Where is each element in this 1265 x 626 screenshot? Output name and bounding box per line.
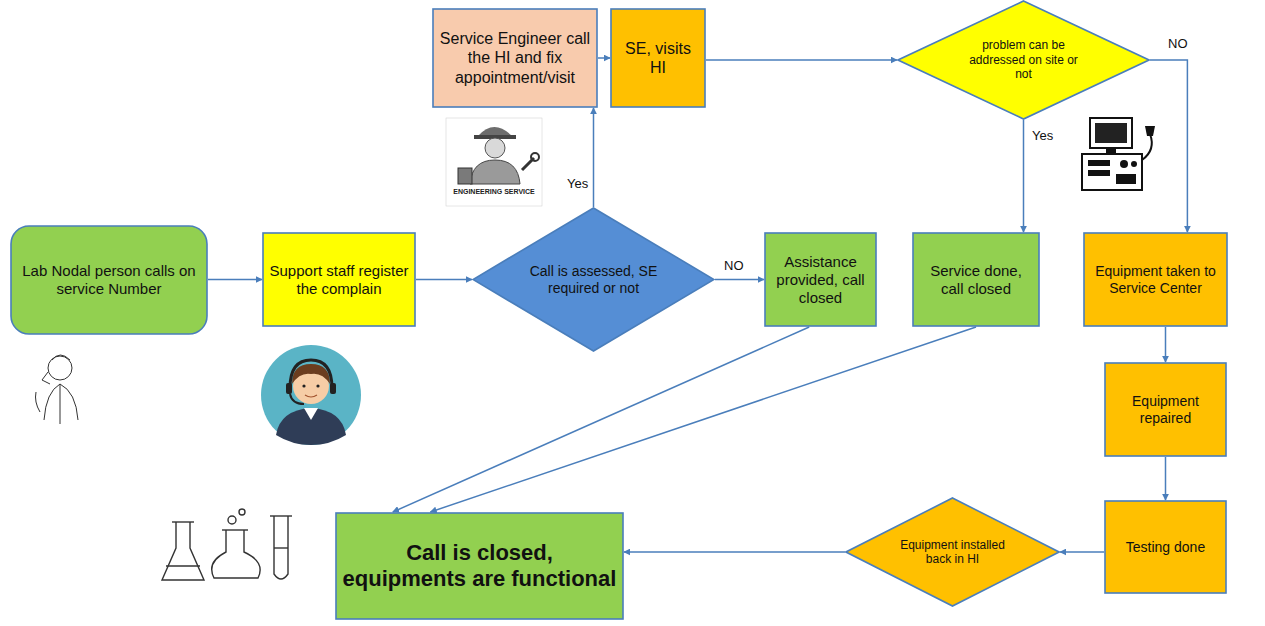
process-box: SE, visits HI [610, 8, 706, 108]
text-holder: SE, visits HI [617, 39, 699, 77]
node-label: problem can be addressed on site or not [960, 38, 1087, 81]
text-holder: Service done, call closed [919, 262, 1033, 298]
connector-arrow [1060, 551, 1104, 553]
connector-arrow [598, 57, 610, 59]
process-box: Equipment taken to Service Center [1083, 232, 1228, 327]
node-label: Support staff register the complain [269, 262, 409, 298]
text-holder: problem can be addressed on site or not [960, 38, 1087, 81]
node-label: Equipment taken to Service Center [1090, 263, 1221, 297]
decision-diamond: Equipment installed back in HI [845, 497, 1060, 607]
node-label: Equipment repaired [1111, 393, 1220, 427]
node-label: Service Engineer call the HI and fix app… [439, 29, 591, 87]
text-holder: Call is closed, equipments are functiona… [342, 540, 617, 593]
node-label: Lab Nodal person calls on service Number [17, 262, 201, 298]
shape-outline [610, 8, 706, 108]
node-label: Call is assessed, SE required or not [527, 263, 661, 297]
engineer-icon [446, 118, 542, 206]
decision-diamond: Call is assessed, SE required or not [472, 207, 715, 352]
node-label: Testing done [1111, 539, 1220, 556]
node-label: SE, visits HI [617, 39, 699, 77]
decision-diamond: problem can be addressed on site or not [897, 0, 1150, 120]
caller-sketch [36, 355, 79, 424]
process-box: Support staff register the complain [262, 232, 416, 327]
connector-arrow [593, 108, 595, 207]
node-label: Assistance provided, call closed [771, 253, 870, 307]
connector-arrow [1023, 120, 1025, 232]
connector-arrow [416, 279, 472, 281]
text-holder: Assistance provided, call closed [771, 253, 870, 307]
lab-glassware [162, 509, 292, 580]
connector-arrow [393, 327, 809, 512]
text-holder: Lab Nodal person calls on service Number [17, 262, 201, 298]
start-box: Lab Nodal person calls on service Number [10, 225, 208, 335]
connector-arrow [1165, 327, 1167, 362]
connector-arrow [1150, 60, 1187, 232]
text-holder: Testing done [1111, 539, 1220, 556]
connector-arrow [430, 327, 976, 512]
node-label: Equipment installed back in HI [894, 538, 1012, 567]
node-label: Service done, call closed [919, 262, 1033, 298]
connector-arrow [715, 279, 764, 281]
text-holder: Service Engineer call the HI and fix app… [439, 29, 591, 87]
text-holder: Equipment repaired [1111, 393, 1220, 427]
connector-arrow [624, 551, 845, 553]
connector-arrow [706, 59, 897, 61]
process-box: Equipment repaired [1104, 362, 1227, 457]
edge-label: NO [1166, 36, 1190, 52]
end-box: Service done, call closed [912, 232, 1040, 327]
edge-label: Yes [565, 176, 590, 192]
final-box: Call is closed, equipments are functiona… [335, 512, 624, 620]
end-box: Assistance provided, call closed [764, 232, 877, 327]
process-box: Service Engineer call the HI and fix app… [432, 8, 598, 108]
text-holder: Support staff register the complain [269, 262, 409, 298]
equipment-icon [1082, 118, 1155, 190]
connector-arrow [208, 279, 262, 281]
support-staff-icon [252, 345, 370, 445]
edge-label: Yes [1030, 128, 1055, 144]
process-box: Testing done [1104, 500, 1227, 594]
text-holder: Equipment taken to Service Center [1090, 263, 1221, 297]
icon-caption: ENGINEERING SERVICE [446, 188, 542, 196]
text-holder: Equipment installed back in HI [894, 538, 1012, 567]
node-label: Call is closed, equipments are functiona… [342, 540, 617, 593]
connector-arrow [1165, 457, 1167, 500]
text-holder: Call is assessed, SE required or not [527, 263, 661, 297]
edge-label: NO [722, 258, 746, 274]
